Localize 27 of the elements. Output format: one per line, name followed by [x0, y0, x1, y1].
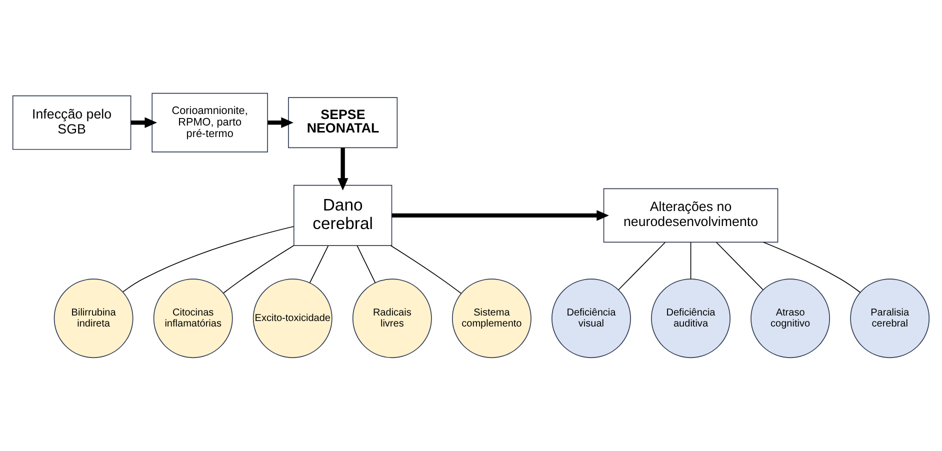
node-circle: Excito-toxicidade — [252, 278, 332, 358]
connector — [223, 245, 294, 294]
node-box: Dano cerebral — [293, 184, 392, 246]
node-circle: Deficiência visual — [552, 278, 631, 358]
arrow — [392, 210, 609, 221]
node-box: Corioamnionite, RPMO, parto pré-termo — [152, 92, 268, 152]
node-box: Infecção pelo SGB — [12, 95, 132, 150]
connector — [390, 245, 462, 294]
arrow — [130, 117, 158, 128]
connector — [763, 242, 861, 293]
node-circle: Radicais livres — [352, 278, 432, 358]
connector — [716, 242, 764, 290]
node-circle: Citocinas inflamatórias — [153, 278, 233, 358]
connector — [122, 226, 294, 292]
connector — [309, 245, 329, 284]
node-circle: Atraso cognitivo — [750, 278, 830, 358]
connector — [356, 245, 376, 284]
node-circle: Deficiência auditiva — [651, 278, 730, 358]
arrow — [337, 148, 348, 190]
connector — [618, 242, 666, 290]
node-circle: Paralisia cerebral — [850, 278, 930, 358]
connector — [690, 242, 692, 280]
node-circle: Bilirrubina indireta — [54, 278, 134, 358]
node-box: SEPSE NEONATAL — [288, 97, 398, 148]
node-circle: Sistema complemento — [452, 278, 532, 358]
node-box: Alterações no neurodesenvolvimento — [603, 188, 778, 243]
arrow — [268, 117, 294, 128]
